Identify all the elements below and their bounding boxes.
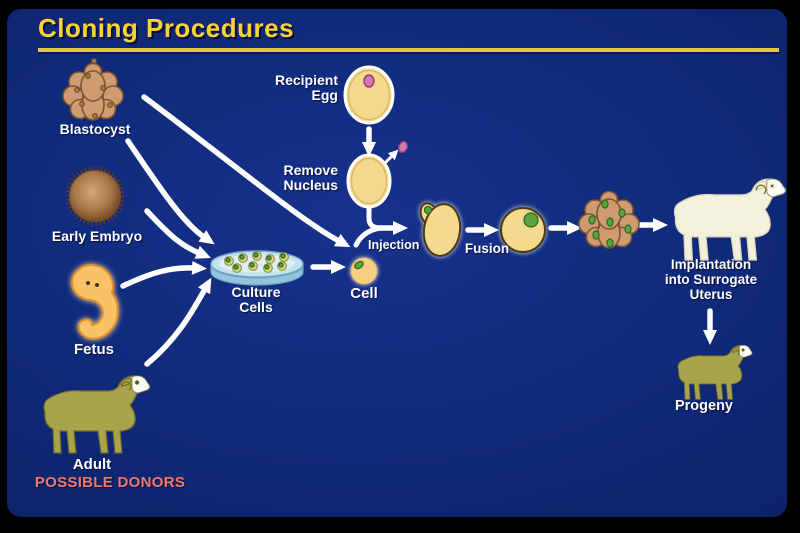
injection-label: Injection (368, 238, 420, 252)
recipient-egg-line2: Egg (311, 87, 338, 104)
culture-cells-line2: Cells (239, 299, 273, 316)
adult-label: Adult (72, 456, 112, 473)
fetus-label: Fetus (73, 341, 114, 358)
remove-nucleus-line2: Nucleus (283, 177, 338, 194)
blastocyst-label: Blastocyst (59, 121, 131, 137)
fusion-label: Fusion (464, 241, 510, 256)
slide-title: Cloning Procedures (38, 13, 295, 43)
implantation-line2: into Surrogate (664, 271, 758, 287)
culture-cells-label: Culture Cells (196, 284, 316, 316)
cell-label: Cell (350, 285, 378, 302)
recipient-egg-label: Recipient Egg (236, 72, 338, 104)
early-embryo-label: Early Embryo (51, 228, 143, 244)
remove-nucleus-line1: Remove (283, 162, 338, 178)
culture-cells-line1: Culture (231, 284, 281, 300)
implantation-label: Implantation into Surrogate Uterus (638, 257, 784, 303)
possible-donors-label: POSSIBLE DONORS (34, 474, 186, 491)
title-underline (38, 48, 779, 52)
remove-nucleus-label: Remove Nucleus (236, 162, 338, 194)
recipient-egg-line1: Recipient (274, 72, 338, 88)
implantation-line1: Implantation (670, 257, 752, 272)
implantation-line3: Uterus (689, 286, 733, 302)
progeny-label: Progeny (674, 398, 733, 414)
